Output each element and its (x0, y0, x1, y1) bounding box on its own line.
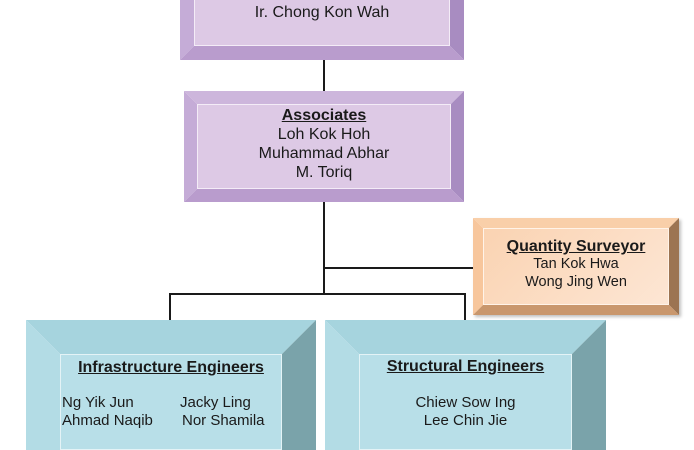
infrastructure-content: Infrastructure Engineers Ng Yik Jun Jack… (60, 354, 282, 450)
director-content: Ir. Chong Kon Wah (194, 0, 450, 46)
qs-content: Quantity Surveyor Tan Kok Hwa Wong Jing … (483, 228, 669, 305)
infra-member-name: Ahmad Naqib (62, 411, 153, 429)
bevel-bottom (184, 189, 464, 202)
associates-content: Associates Loh Kok Hoh Muhammad Abhar M.… (197, 104, 451, 189)
bevel-bottom (180, 46, 464, 60)
director-box: Ir. Chong Kon Wah (180, 0, 464, 60)
bevel-top (325, 320, 606, 354)
bevel-top (184, 91, 464, 104)
qs-member-name: Tan Kok Hwa (533, 256, 619, 272)
structural-member-name: Chiew Sow Ing (415, 394, 516, 411)
infrastructure-members-grid: Ng Yik Jun Jacky Ling Ahmad Naqib Nor Sh… (62, 394, 280, 429)
infra-member-name: Ng Yik Jun (62, 394, 134, 411)
director-name: Ir. Chong Kon Wah (254, 4, 390, 21)
bevel-right (450, 0, 464, 60)
connector-to-infrastructure (169, 293, 171, 320)
connector-director-associates (323, 60, 325, 91)
qs-member-name: Wong Jing Wen (525, 273, 627, 290)
bevel-right (451, 91, 464, 202)
structural-content: Structural Engineers Chiew Sow Ing Lee C… (359, 354, 572, 450)
qs-title: Quantity Surveyor (506, 238, 646, 255)
quantity-surveyor-box: Quantity Surveyor Tan Kok Hwa Wong Jing … (473, 218, 679, 315)
infrastructure-engineers-box: Infrastructure Engineers Ng Yik Jun Jack… (26, 320, 316, 450)
structural-engineers-box: Structural Engineers Chiew Sow Ing Lee C… (325, 320, 606, 450)
associate-name: Muhammad Abhar (258, 145, 390, 162)
structural-members: Chiew Sow Ing Lee Chin Jie (360, 394, 571, 430)
infra-member-name: Nor Shamila (182, 411, 265, 429)
bevel-top (473, 218, 679, 228)
associate-name: Loh Kok Hoh (277, 126, 371, 143)
connector-to-structural (464, 293, 466, 320)
bevel-right (669, 218, 679, 315)
bevel-left (473, 218, 483, 315)
connector-horizontal-branch (169, 293, 466, 295)
bevel-left (180, 0, 194, 60)
associates-title: Associates (281, 107, 367, 124)
bevel-left (184, 91, 197, 202)
bevel-bottom (473, 305, 679, 315)
structural-title: Structural Engineers (386, 358, 545, 375)
connector-to-qs (324, 267, 473, 269)
infrastructure-title: Infrastructure Engineers (78, 359, 264, 376)
associates-box: Associates Loh Kok Hoh Muhammad Abhar M.… (184, 91, 464, 202)
structural-member-name: Lee Chin Jie (423, 412, 508, 429)
bevel-top (26, 320, 316, 354)
infra-member-name: Jacky Ling (180, 394, 251, 411)
associate-name: M. Toriq (295, 164, 353, 181)
connector-associates-trunk (323, 202, 325, 294)
